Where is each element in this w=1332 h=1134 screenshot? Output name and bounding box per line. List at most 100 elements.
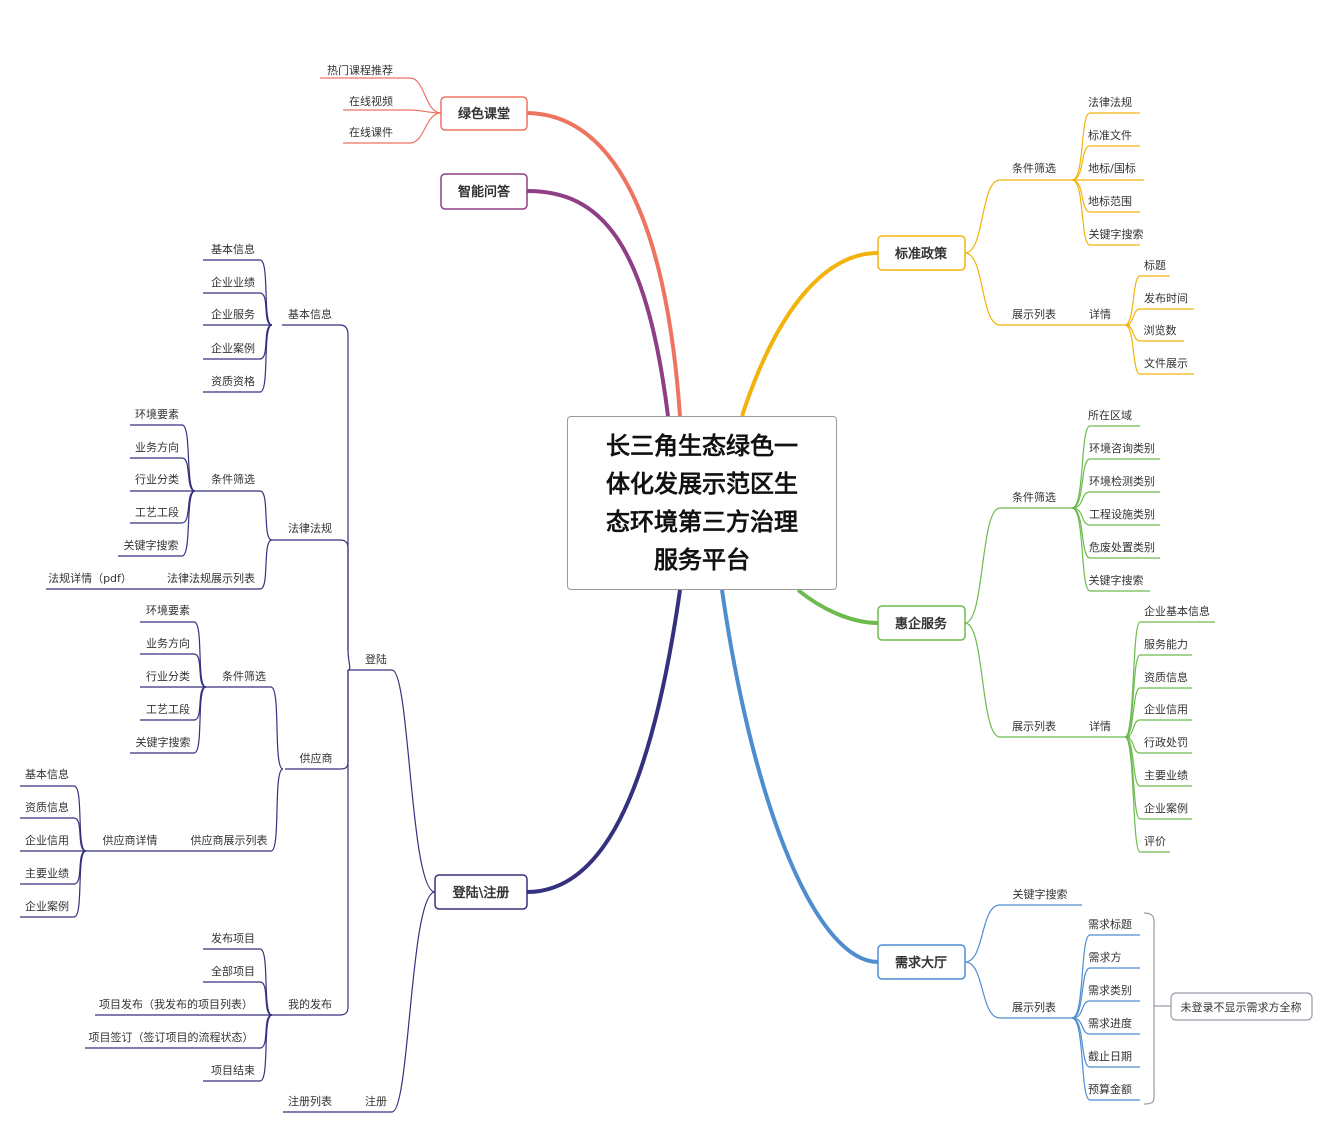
enterprise-node[interactable] (877, 605, 966, 641)
standard-connectors (964, 112, 1194, 375)
enterprise-detail-item: 服务能力 (1144, 637, 1188, 651)
publish-item: 项目签订（签订项目的流程状态） (89, 1030, 254, 1044)
central-topic-text: 长三角生态绿色一 体化发展示范区生 态环境第三方治理 服务平台 (606, 427, 798, 579)
supplier-detail-item: 资质信息 (25, 800, 69, 814)
publish-item: 发布项目 (211, 931, 255, 945)
register-list-label: 注册列表 (288, 1094, 332, 1108)
basic-info-item: 基本信息 (211, 242, 255, 256)
demand-list-item: 需求方 (1089, 950, 1122, 964)
standard-node[interactable] (877, 235, 966, 271)
enterprise-detail-item: 企业案例 (1144, 801, 1188, 815)
enterprise-detail-item: 资质信息 (1144, 670, 1188, 684)
demand-label: 需求大厅 (895, 955, 947, 971)
login-register-label: 登陆\注册 (452, 885, 510, 901)
basic-info-label: 基本信息 (288, 307, 332, 321)
basic-info-item: 企业服务 (211, 307, 255, 321)
enterprise-detail-item: 企业信用 (1144, 702, 1188, 716)
basic-info-item: 企业案例 (211, 341, 255, 355)
law-list-label: 法律法规展示列表 (167, 571, 255, 585)
supplier-detail-item: 企业信用 (25, 833, 69, 847)
standard-filter-item: 标准文件 (1088, 128, 1132, 142)
enterprise-filter-item: 所在区域 (1088, 409, 1132, 422)
standard-detail-item: 发布时间 (1144, 291, 1188, 305)
standard-label: 标准政策 (894, 246, 948, 262)
branch-green-class-curve (526, 111, 682, 417)
supplier-detail-label: 供应商详情 (103, 833, 158, 847)
enterprise-detail-item: 主要业绩 (1144, 769, 1188, 782)
standard-filter-item: 法律法规 (1088, 95, 1132, 109)
supplier-detail-item: 企业案例 (25, 899, 69, 913)
enterprise-label: 惠企服务 (895, 616, 948, 632)
enterprise-detail-item: 企业基本信息 (1144, 604, 1210, 618)
supplier-filter-item: 行业分类 (146, 669, 190, 683)
branch-login-curve (526, 589, 682, 894)
law-filter-item: 环境要素 (135, 407, 179, 421)
demand-connectors (964, 904, 1140, 1101)
demand-list-label: 展示列表 (1012, 1000, 1056, 1014)
enterprise-list-label: 展示列表 (1012, 719, 1056, 733)
standard-filter-item: 地标/国标 (1088, 161, 1136, 175)
central-topic-line: 体化发展示范区生 (606, 470, 798, 498)
enterprise-detail-item: 评价 (1144, 835, 1166, 848)
qa-node[interactable] (440, 173, 528, 210)
enterprise-filter-item: 环境检测类别 (1089, 474, 1155, 488)
law-filter-item: 业务方向 (135, 440, 179, 454)
demand-note-box (1170, 992, 1313, 1021)
demand-node[interactable] (877, 944, 966, 980)
central-topic[interactable]: 长三角生态绿色一 体化发展示范区生 态环境第三方治理 服务平台 (567, 416, 837, 590)
standard-filter-item: 地标范围 (1088, 194, 1132, 208)
law-detail-label: 法规详情（pdf） (48, 571, 132, 585)
demand-note: 未登录不显示需求方全称 (1181, 1000, 1302, 1014)
basic-info-item: 资质资格 (211, 374, 255, 388)
supplier-label: 供应商 (300, 751, 333, 765)
standard-list-label: 展示列表 (1012, 307, 1056, 321)
basic-info-item: 企业业绩 (211, 275, 255, 289)
enterprise-detail-item: 行政处罚 (1144, 735, 1188, 749)
branch-enterprise-curve (796, 588, 879, 625)
login-connectors (20, 259, 436, 1113)
enterprise-filter-item: 工程设施类别 (1089, 507, 1155, 521)
supplier-filter-label: 条件筛选 (222, 669, 266, 683)
green-class-item: 热门课程推荐 (327, 63, 393, 77)
publish-item: 全部项目 (211, 964, 255, 978)
branch-standard-curve (740, 251, 879, 417)
demand-list-item: 需求进度 (1088, 1016, 1132, 1030)
law-filter-label: 条件筛选 (211, 472, 255, 486)
green-class-label: 绿色课堂 (458, 106, 510, 122)
demand-keyword: 关键字搜索 (1013, 887, 1068, 901)
central-topic-line: 服务平台 (654, 546, 750, 574)
supplier-detail-item: 基本信息 (25, 767, 69, 781)
enterprise-filter-item: 环境咨询类别 (1089, 441, 1155, 455)
green-class-item: 在线视频 (349, 94, 393, 108)
standard-detail-item: 标题 (1144, 258, 1166, 272)
publish-item: 项目发布（我发布的项目列表） (99, 997, 253, 1011)
law-label: 法律法规 (288, 521, 332, 535)
enterprise-filter-item: 关键字搜索 (1089, 573, 1144, 587)
branch-demand-curve (720, 589, 879, 964)
green-class-item: 在线课件 (349, 125, 393, 139)
central-topic-line: 态环境第三方治理 (606, 508, 798, 536)
demand-list-item: 需求类别 (1088, 983, 1132, 997)
publish-label: 我的发布 (288, 997, 332, 1011)
enterprise-connectors (964, 425, 1215, 853)
demand-list-item: 截止日期 (1088, 1049, 1132, 1063)
register-label: 注册 (365, 1094, 387, 1108)
demand-note-bracket (1143, 912, 1171, 1105)
standard-detail-label: 详情 (1089, 307, 1111, 321)
supplier-list-label: 供应商展示列表 (191, 833, 268, 847)
green-class-node[interactable] (440, 96, 528, 131)
central-topic-line: 长三角生态绿色一 (606, 432, 798, 460)
demand-list-item: 预算金额 (1088, 1082, 1132, 1096)
login-register-node[interactable] (434, 874, 528, 910)
supplier-detail-item: 主要业绩 (25, 867, 69, 880)
supplier-filter-item: 关键字搜索 (136, 735, 191, 749)
enterprise-filter-label: 条件筛选 (1012, 490, 1056, 504)
login-label: 登陆 (365, 652, 387, 666)
enterprise-detail-label: 详情 (1089, 719, 1111, 733)
branch-qa-curve (526, 189, 670, 417)
supplier-filter-item: 环境要素 (146, 603, 190, 617)
law-filter-item: 关键字搜索 (124, 538, 179, 552)
standard-filter-label: 条件筛选 (1012, 161, 1056, 175)
